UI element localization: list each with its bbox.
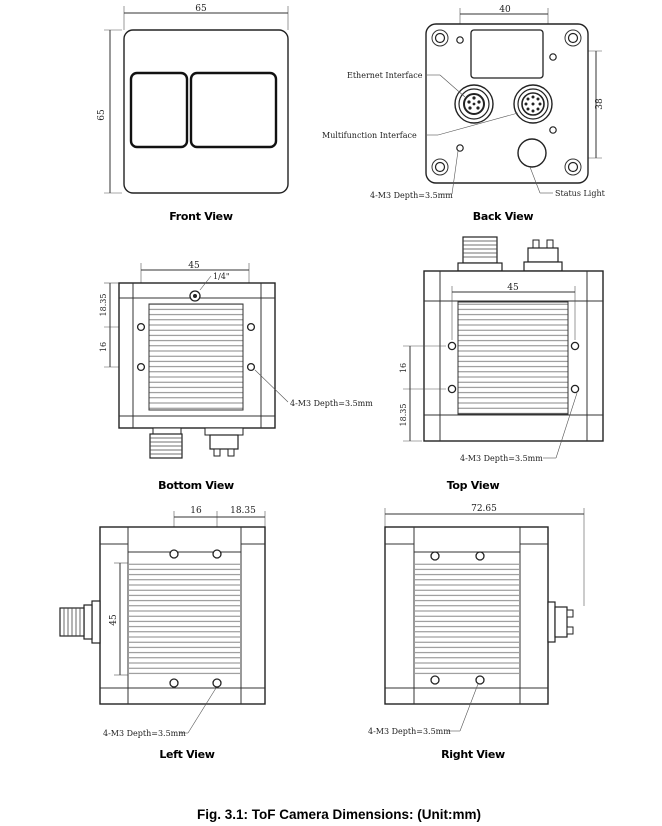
left-view-title: Left View <box>159 748 214 761</box>
back-m3-hole <box>456 144 464 152</box>
figure-caption: Fig. 3.1: ToF Camera Dimensions: (Unit:m… <box>197 807 481 822</box>
back-label-window <box>470 29 544 79</box>
left-height-dim: 45 <box>109 614 119 626</box>
bottom-hole-label: 4-M3 Depth=3.5mm <box>290 399 373 408</box>
ethernet-connector <box>454 84 494 124</box>
back-height-dim: 38 <box>595 98 605 110</box>
top-view: 45 16 18.35 4-M3 Depth=3.5mm Top View <box>399 236 604 492</box>
top-ethernet-connector <box>457 236 503 272</box>
left-side-connector <box>59 600 101 644</box>
multifunction-connector <box>513 84 553 124</box>
top-multifunction-connector <box>523 239 563 272</box>
bottom-multifunction-connector <box>204 427 244 457</box>
back-corner-screws <box>431 29 582 176</box>
front-lens-right <box>189 71 278 149</box>
bottom-view-title: Bottom View <box>158 479 234 492</box>
top-spacing-dim: 16 <box>399 363 408 373</box>
front-lens-left <box>129 71 189 149</box>
front-height-dim: 65 <box>97 109 107 121</box>
right-view-title: Right View <box>441 748 505 761</box>
top-width-dim: 45 <box>507 283 519 293</box>
bottom-width-dim: 45 <box>188 261 200 271</box>
back-view-title: Back View <box>473 210 534 223</box>
back-width-dim: 40 <box>499 5 511 15</box>
top-bottom-dim: 18.35 <box>399 404 408 427</box>
back-hole-label: 4-M3 Depth=3.5mm <box>370 191 453 200</box>
top-view-title: Top View <box>447 479 500 492</box>
back-body <box>425 23 589 184</box>
front-view-title: Front View <box>169 210 233 223</box>
right-hole-label: 4-M3 Depth=3.5mm <box>368 727 451 736</box>
left-heatsink <box>129 563 240 675</box>
left-right-dim: 18.35 <box>230 506 256 516</box>
back-m3-hole <box>549 126 557 134</box>
left-view: 16 18.35 45 4-M3 Depth=3.5mm <box>59 506 266 761</box>
left-spacing-dim: 16 <box>190 506 202 516</box>
status-light <box>517 138 547 168</box>
bottom-top-dim: 18.35 <box>99 294 108 317</box>
back-m3-hole <box>456 36 464 44</box>
status-light-label: Status Light <box>555 189 606 198</box>
bottom-spacing-dim: 16 <box>99 342 108 352</box>
back-m3-hole <box>549 53 557 61</box>
right-side-connector <box>547 601 574 643</box>
tripod-label: 1/4" <box>213 272 230 281</box>
back-view: 40 38 <box>322 5 606 223</box>
top-hole-label: 4-M3 Depth=3.5mm <box>460 454 543 463</box>
right-heatsink <box>415 563 519 675</box>
right-view: 72.65 4-M3 Depth=3.5mm Right View <box>368 504 585 761</box>
front-view: 65 65 Front View <box>97 4 289 223</box>
multifunction-interface-label: Multifunction Interface <box>322 131 417 140</box>
bottom-view: 45 18.35 16 1/4" <box>99 261 373 492</box>
bottom-heatsink <box>148 303 244 411</box>
bottom-ethernet-connector <box>149 427 183 459</box>
top-heatsink <box>457 301 569 415</box>
ethernet-interface-label: Ethernet Interface <box>347 71 423 80</box>
front-width-dim: 65 <box>195 4 207 14</box>
right-width-dim: 72.65 <box>471 504 497 514</box>
left-hole-label: 4-M3 Depth=3.5mm <box>103 729 186 738</box>
